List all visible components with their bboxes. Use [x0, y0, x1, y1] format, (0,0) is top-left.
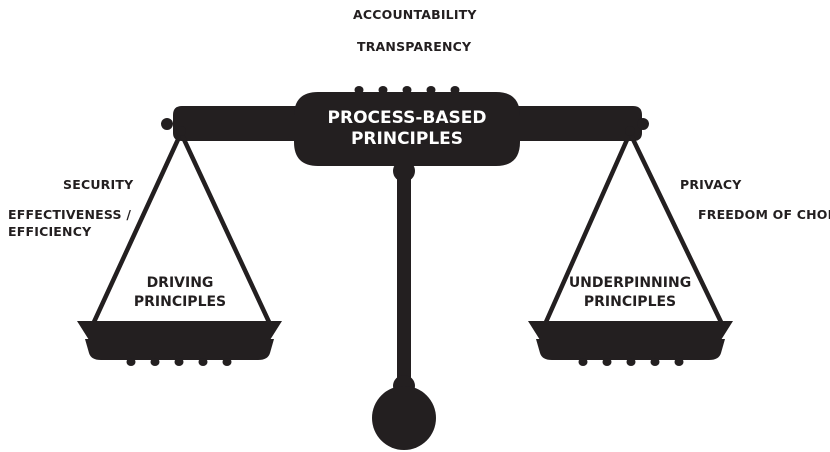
- underpinning-line: UNDERPINNING: [568, 275, 692, 291]
- driving-line: DRIVING: [146, 275, 214, 291]
- privacy-label: PRIVACY: [680, 177, 742, 192]
- beam-hub: [294, 92, 520, 166]
- freedom-of-choice-label: FREEDOM OF CHOICE: [698, 207, 830, 222]
- security-label: SECURITY: [63, 177, 134, 192]
- left-rope-outer: [91, 130, 184, 325]
- accountability-label: ACCOUNTABILITY: [353, 7, 477, 22]
- right-pan: [528, 321, 733, 366]
- left-pan: [77, 321, 282, 366]
- right-rope-outer: [627, 130, 724, 325]
- underpinning-principles-label: UNDERPINNING PRINCIPLES: [565, 274, 695, 312]
- underpinning-principles-line: PRINCIPLES: [583, 294, 677, 310]
- principles-line: PRINCIPLES: [350, 129, 464, 149]
- process-based-principles-label: PROCESS-BASED PRINCIPLES: [302, 108, 512, 150]
- right-arm-knob: [637, 118, 649, 130]
- driving-principles-label: DRIVING PRINCIPLES: [120, 274, 240, 312]
- right-rope-inner: [543, 130, 633, 325]
- effectiveness-label: EFFECTIVENESS / EFFICIENCY: [8, 206, 131, 240]
- left-rope-inner: [178, 130, 272, 325]
- transparency-label: TRANSPARENCY: [357, 39, 472, 54]
- pendulum-weight: [372, 386, 436, 450]
- efficiency-line: EFFICIENCY: [8, 224, 92, 239]
- left-rope-hook: [176, 126, 186, 136]
- driving-principles-line: PRINCIPLES: [133, 294, 227, 310]
- left-arm-knob: [161, 118, 173, 130]
- center-post: [397, 160, 411, 390]
- process-based-line: PROCESS-BASED: [327, 108, 487, 128]
- effectiveness-line: EFFECTIVENESS /: [8, 207, 132, 222]
- right-rope-hook: [625, 126, 635, 136]
